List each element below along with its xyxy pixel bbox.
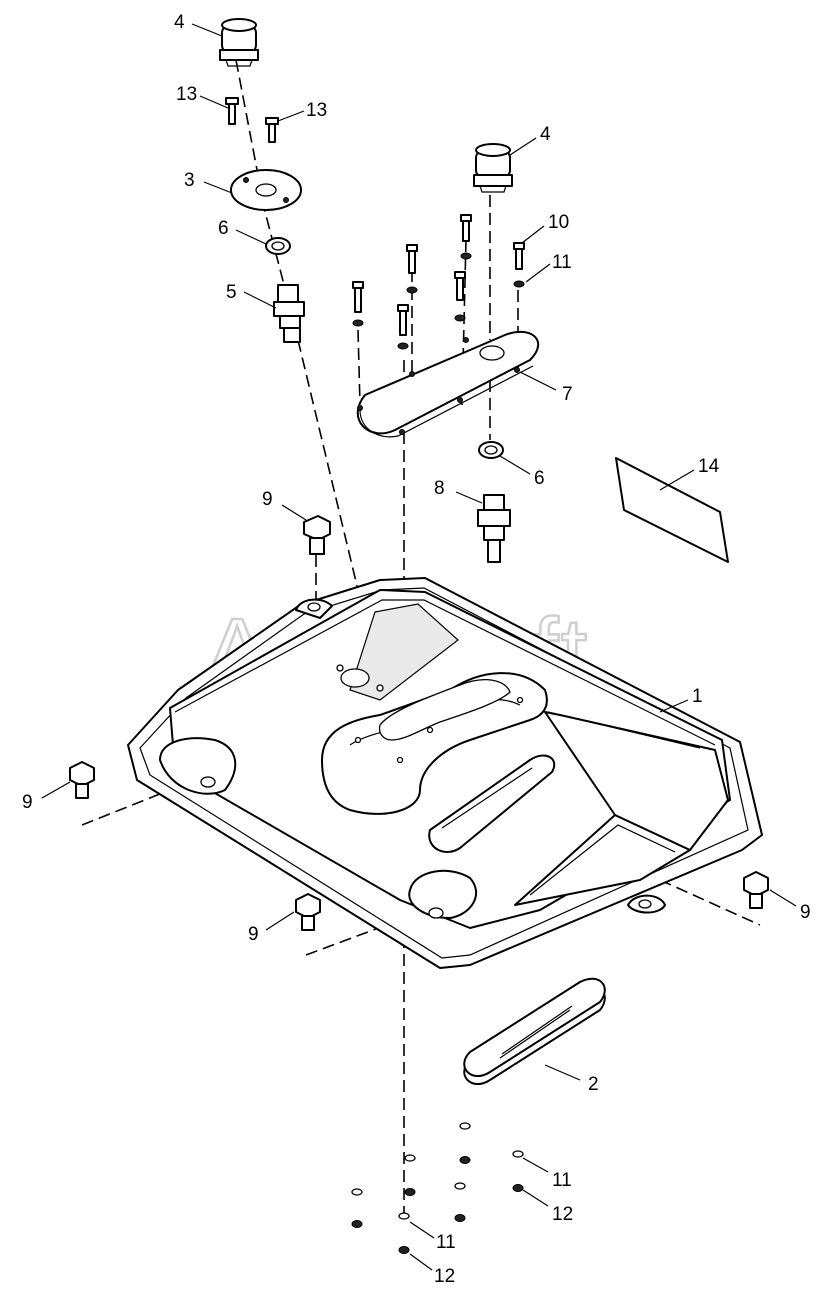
callout-10: 10 <box>548 212 569 233</box>
callout-4: 4 <box>174 12 185 33</box>
callout-4: 4 <box>540 124 551 145</box>
callout-7: 7 <box>562 384 573 405</box>
part-7-plate <box>356 330 539 438</box>
part-4-sensor-upper <box>219 18 259 67</box>
leader-lines <box>41 23 797 1271</box>
callout-13: 13 <box>306 100 327 121</box>
part-6-ring-left <box>265 237 291 255</box>
callout-14: 14 <box>698 456 720 477</box>
callout-11: 11 <box>552 252 572 273</box>
part-4-sensor-right <box>473 143 513 193</box>
callout-2: 2 <box>588 1074 599 1095</box>
part-2-gasket <box>463 977 606 1086</box>
callout-8: 8 <box>434 478 445 499</box>
part-13-screws <box>225 97 279 143</box>
part-9-bolt-front <box>295 893 321 931</box>
callout-13: 13 <box>176 84 197 105</box>
part-9-bolt-left <box>69 761 95 799</box>
callout-6: 6 <box>534 468 545 489</box>
part-8-fitting <box>477 494 511 563</box>
part-5-adapter <box>273 284 305 343</box>
callout-1: 1 <box>692 686 703 707</box>
callout-6: 6 <box>218 218 229 239</box>
callout-12: 12 <box>552 1204 573 1225</box>
part-1-cover <box>127 577 763 969</box>
callout-11: 11 <box>436 1232 456 1253</box>
part-10-screws <box>352 214 525 336</box>
callout-3: 3 <box>184 170 195 191</box>
part-9-bolt-right <box>743 871 769 909</box>
callouts: 4 13 13 3 6 5 4 10 11 7 6 8 14 9 1 9 9 9… <box>22 12 811 1287</box>
part-14-decal <box>615 457 729 563</box>
part-11-12-bottom-hardware <box>351 1122 524 1254</box>
callout-12: 12 <box>434 1266 455 1287</box>
callout-5: 5 <box>226 282 237 303</box>
callout-9: 9 <box>248 924 259 945</box>
callout-9: 9 <box>22 792 33 813</box>
callout-9: 9 <box>800 902 811 923</box>
part-6-ring-right <box>478 441 504 459</box>
part-9-bolt-top <box>303 515 331 555</box>
part-3-plate <box>230 169 302 211</box>
part-11-washers-top <box>352 252 525 350</box>
callout-11: 11 <box>552 1170 572 1191</box>
callout-9: 9 <box>262 489 273 510</box>
